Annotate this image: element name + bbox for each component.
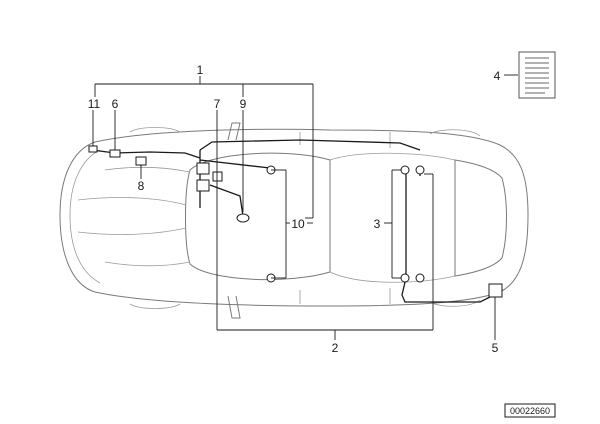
speaker-rear-left-a — [400, 165, 410, 175]
control-unit-b — [196, 179, 210, 192]
callout-labels: 1 11 6 7 9 4 8 10 3 2 5 — [88, 63, 501, 355]
callout-8: 8 — [138, 179, 145, 193]
callout-7: 7 — [214, 97, 221, 111]
car-outline — [59, 122, 529, 319]
module-5 — [488, 283, 503, 298]
connector-11 — [88, 145, 98, 153]
speaker-rear-left-b — [415, 165, 425, 175]
control-unit-a — [196, 162, 210, 175]
reference-number-box: 00022660 — [504, 403, 556, 418]
components — [88, 145, 503, 298]
sensor-9 — [236, 213, 250, 223]
reference-number: 00022660 — [510, 406, 550, 416]
callout-6: 6 — [112, 97, 119, 111]
callout-3: 3 — [374, 217, 381, 231]
control-unit-c — [212, 171, 223, 182]
leader-lines — [92, 74, 518, 340]
callout-2: 2 — [332, 341, 339, 355]
callout-9: 9 — [240, 97, 247, 111]
callout-1: 1 — [197, 63, 204, 77]
callout-5: 5 — [492, 341, 499, 355]
callout-11: 11 — [88, 97, 101, 111]
callout-10: 10 — [291, 217, 305, 231]
connector-8 — [135, 156, 147, 166]
speaker-rear-right-b — [415, 273, 425, 283]
connector-6 — [109, 149, 121, 158]
document-icon — [518, 51, 556, 99]
speaker-rear-right-a — [400, 273, 410, 283]
callout-4: 4 — [494, 69, 501, 83]
